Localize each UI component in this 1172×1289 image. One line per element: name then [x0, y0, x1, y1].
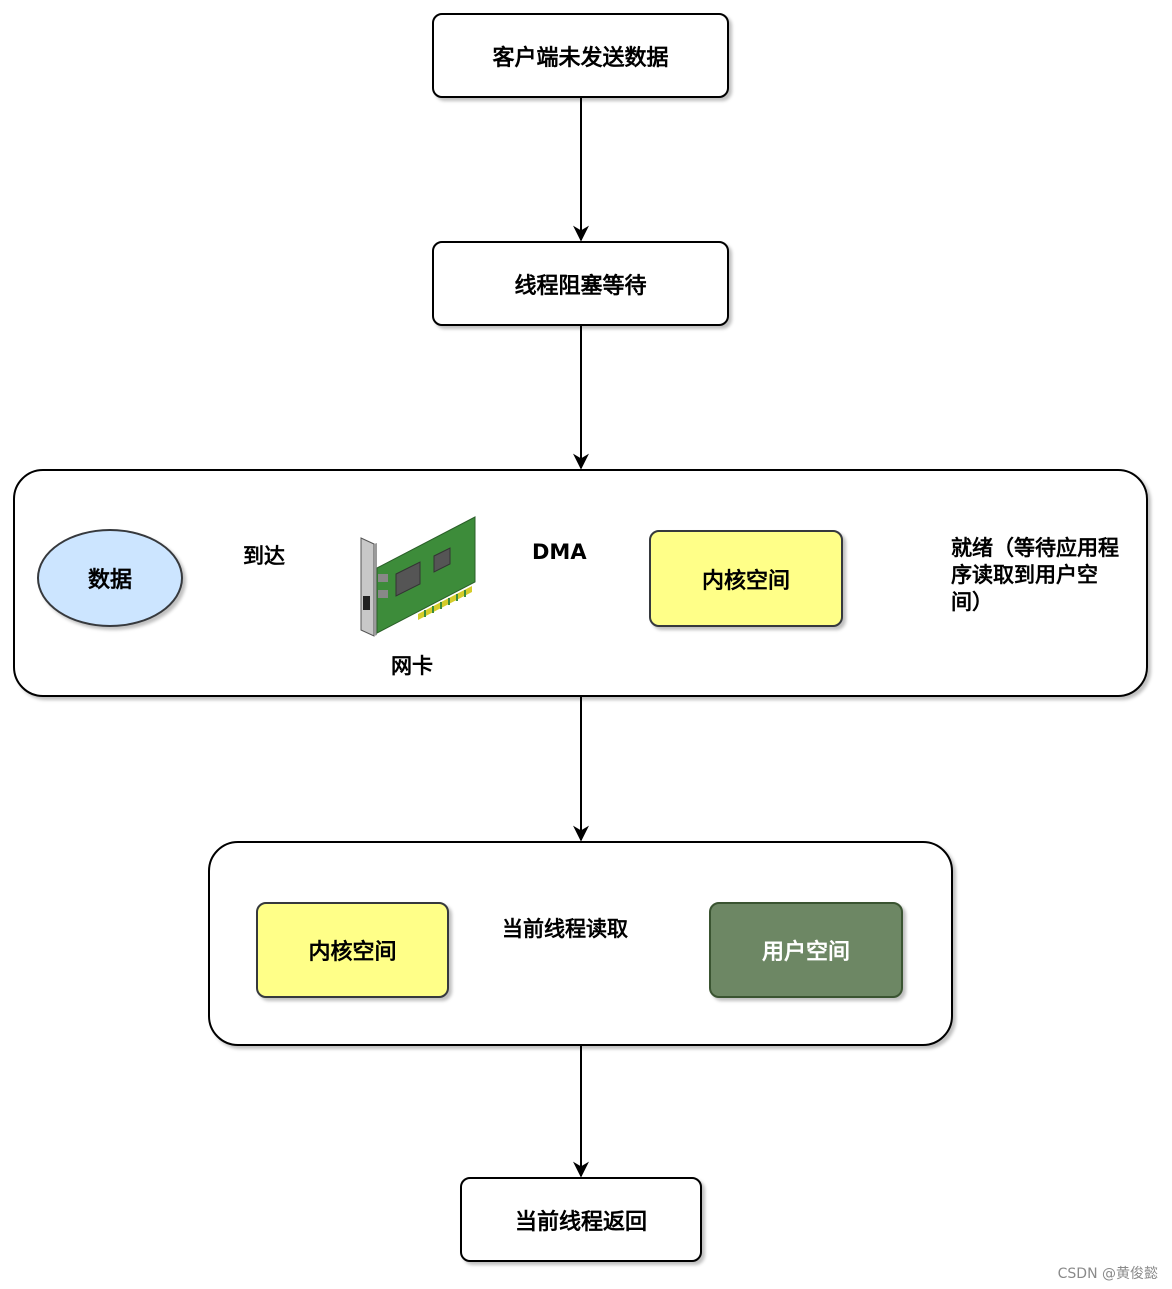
stage-receive-container — [13, 469, 1148, 697]
nic-label: 网卡 — [391, 654, 433, 678]
watermark: CSDN @黄俊懿 — [1057, 1266, 1158, 1282]
ready-label: 就绪（等待应用程序读取到用户空间） — [951, 536, 1119, 614]
step-thread-blocked-label: 线程阻塞等待 — [514, 273, 647, 299]
read-label: 当前线程读取 — [502, 917, 628, 941]
data-label: 数据 — [87, 568, 132, 593]
kernel-space-label-2: 内核空间 — [308, 940, 397, 965]
kernel-space-box-2: 内核空间 — [256, 902, 449, 998]
step-client-not-sent: 客户端未发送数据 — [432, 13, 729, 98]
dma-label: DMA — [532, 540, 587, 564]
kernel-space-box: 内核空间 — [649, 530, 843, 627]
arrive-label: 到达 — [243, 544, 285, 568]
network-card-icon — [360, 516, 476, 637]
step-thread-blocked: 线程阻塞等待 — [432, 241, 729, 326]
step-thread-return: 当前线程返回 — [460, 1177, 702, 1262]
user-space-box: 用户空间 — [709, 902, 903, 998]
user-space-label: 用户空间 — [761, 940, 850, 965]
kernel-space-label: 内核空间 — [701, 568, 790, 594]
step-thread-return-label: 当前线程返回 — [514, 1209, 647, 1235]
data-ellipse: 数据 — [37, 529, 183, 627]
step-client-not-sent-label: 客户端未发送数据 — [492, 45, 669, 71]
